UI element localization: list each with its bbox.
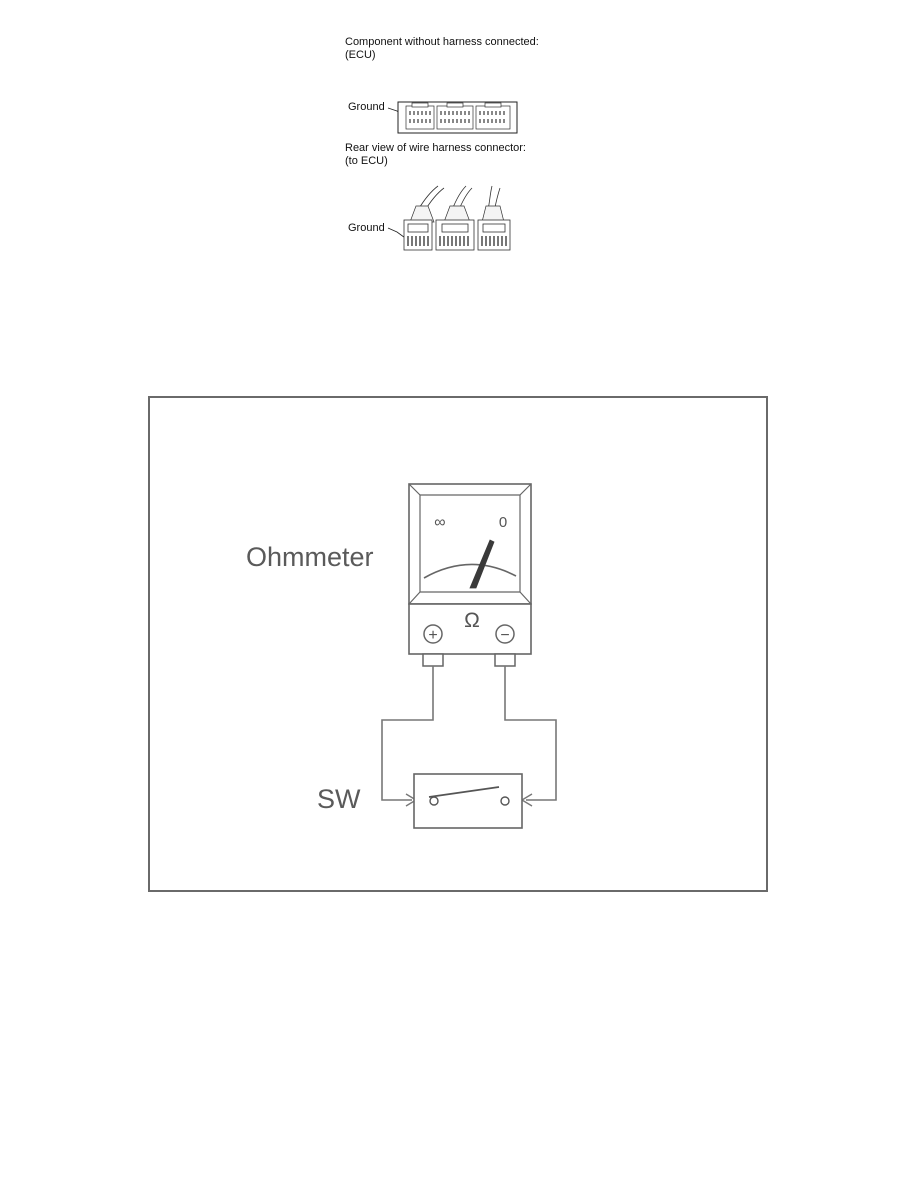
ecu-connector-block-3 — [475, 102, 511, 130]
harness-caption-line1: Rear view of wire harness connector: — [345, 142, 526, 154]
ecu-connector-drawing — [387, 101, 518, 251]
ohmmeter-needle — [469, 539, 495, 589]
harness-ground-label: Ground — [348, 222, 385, 234]
harness-connector-2 — [435, 219, 475, 251]
minus-terminal — [495, 624, 515, 644]
test-leads — [381, 666, 557, 801]
ecu-ground-label: Ground — [348, 101, 385, 113]
harness-connector-3 — [477, 219, 511, 251]
minus-symbol: − — [500, 627, 509, 644]
ecu-connector-block-1 — [405, 102, 435, 130]
plus-terminal — [423, 624, 443, 644]
plus-symbol: + — [428, 627, 437, 644]
ohmmeter-label: Ohmmeter — [246, 542, 374, 572]
harness-connector-1 — [403, 219, 433, 251]
scale-infinity-label: ∞ — [434, 514, 445, 531]
ecu-caption-line2: (ECU) — [345, 49, 376, 61]
harness-caption-line2: (to ECU) — [345, 155, 388, 167]
switch-label: SW — [317, 784, 361, 814]
ohmmeter-diagram-frame — [148, 396, 768, 892]
scale-zero-label: 0 — [499, 514, 507, 531]
ecu-caption-line1: Component without harness connected: — [345, 36, 539, 48]
switch-contacts — [428, 786, 510, 806]
ohm-symbol: Ω — [464, 609, 480, 632]
probe-jacks — [422, 653, 516, 667]
ecu-connector-block-2 — [436, 102, 474, 130]
ohmmeter-body — [408, 483, 532, 655]
